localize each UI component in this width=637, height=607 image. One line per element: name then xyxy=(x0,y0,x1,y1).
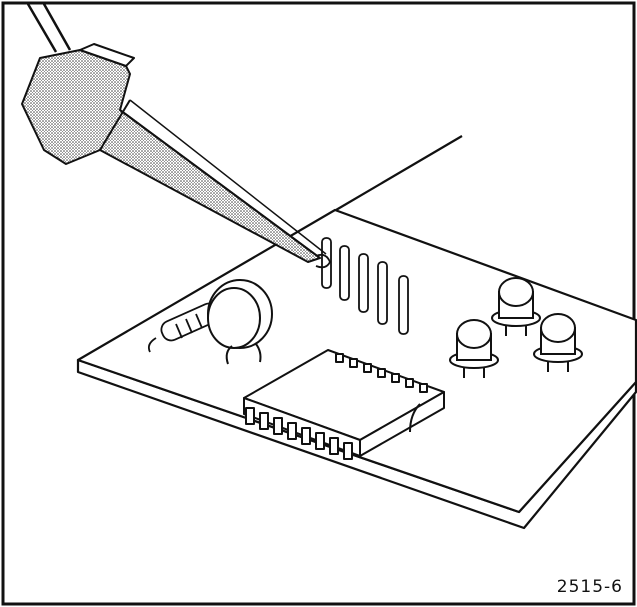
probe-body xyxy=(21,49,321,263)
probe-hook xyxy=(315,253,331,269)
ic-chip xyxy=(243,349,445,460)
probe-cable xyxy=(26,3,72,53)
probe-shoulder xyxy=(79,43,135,67)
probe xyxy=(21,3,327,263)
transistor-right xyxy=(533,313,583,372)
test-pins xyxy=(321,237,409,335)
ic-pins-back xyxy=(335,353,428,393)
transistor-center xyxy=(491,277,541,336)
disc-capacitor xyxy=(207,279,273,365)
transistor-left xyxy=(449,319,499,378)
ic-pins-front xyxy=(245,407,353,460)
figure-number: 2515-6 xyxy=(556,577,623,597)
